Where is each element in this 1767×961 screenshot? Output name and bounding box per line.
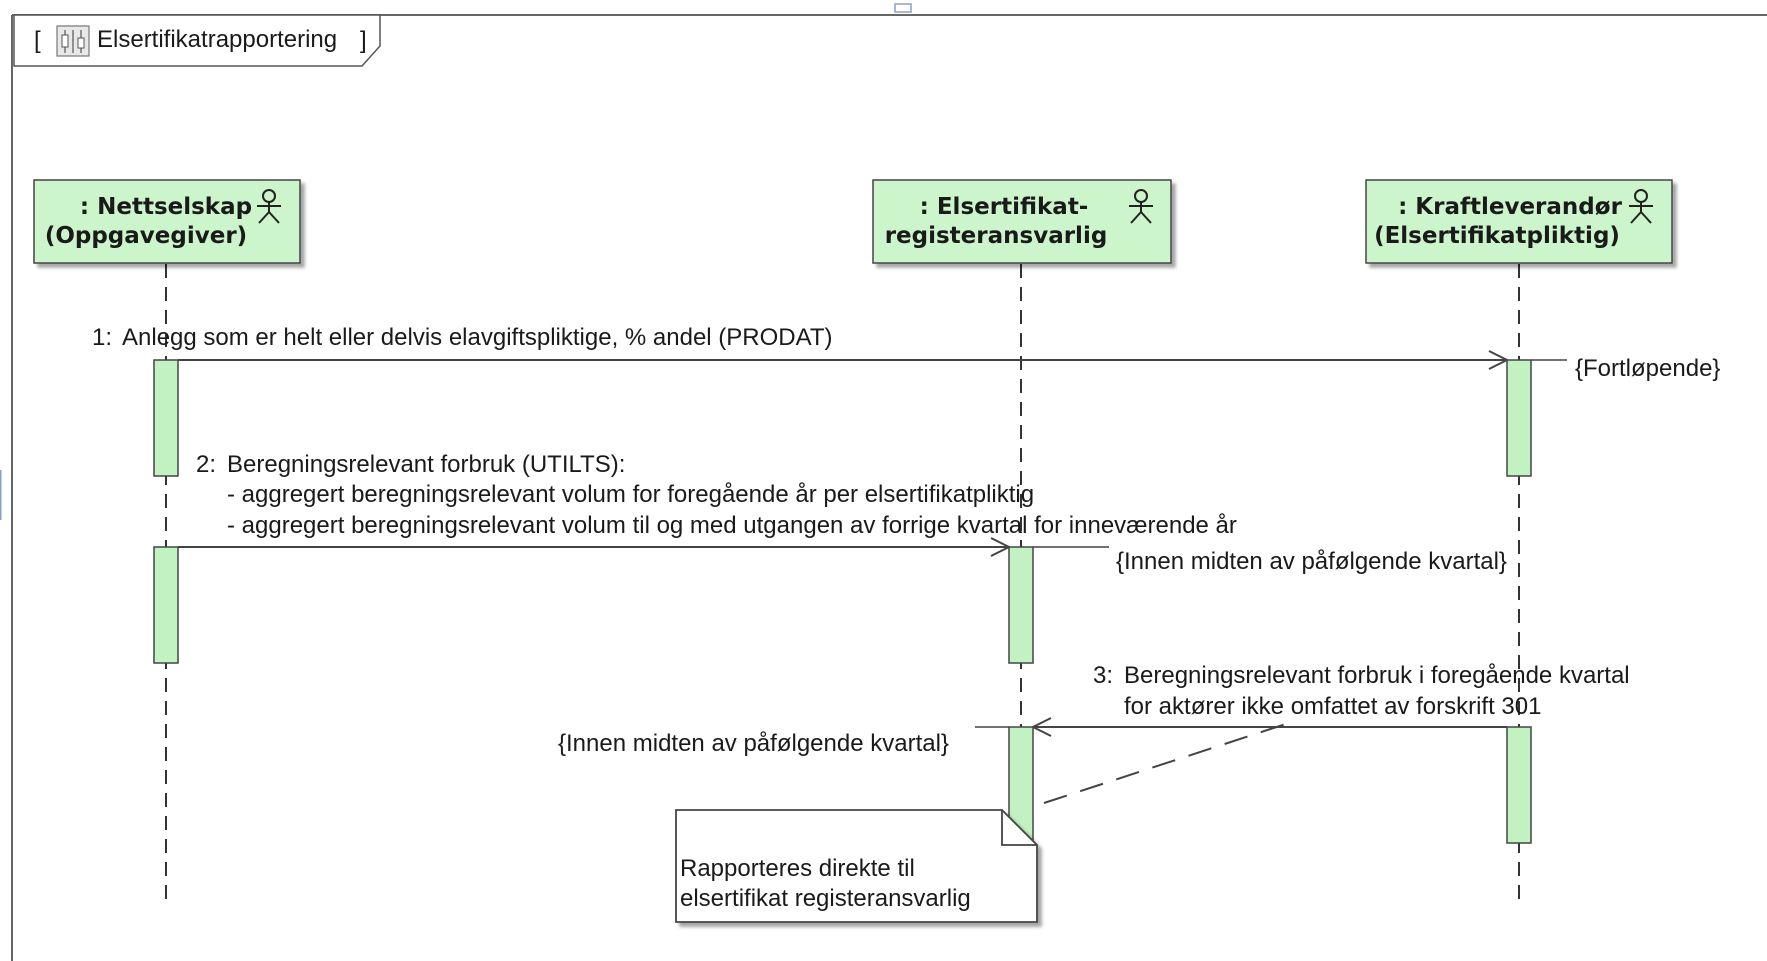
message-constraint: {Innen midten av påfølgende kvartal} xyxy=(558,730,949,757)
activation-bar[interactable] xyxy=(1506,726,1532,844)
message-number: 1: xyxy=(92,324,112,351)
activation-bar[interactable] xyxy=(1008,546,1034,664)
lifeline-name-line1: : Kraftleverandør xyxy=(1398,194,1622,220)
message-label: Beregningsrelevant forbruk (UTILTS): xyxy=(227,451,625,478)
actor-icon xyxy=(257,189,281,224)
actor-icon xyxy=(1129,189,1153,224)
lifeline-name-line2: (Elsertifikatpliktig) xyxy=(1374,223,1620,249)
arrow-head-icon xyxy=(1488,350,1510,370)
frame-title-open: [ xyxy=(34,27,41,54)
message-1[interactable]: 1: Anlegg som er helt eller delvis elavg… xyxy=(92,324,1720,382)
lifeline-name-line2: (Oppgavegiver) xyxy=(45,223,247,249)
frame-resize-handle[interactable] xyxy=(894,3,912,13)
note-text: Rapporteres direkte til xyxy=(680,855,915,882)
arrow-head-icon xyxy=(990,537,1012,557)
note-connector xyxy=(1043,720,1296,804)
message-constraint: {Fortløpende} xyxy=(1575,355,1720,382)
message-constraint: {Innen midten av påfølgende kvartal} xyxy=(1116,548,1507,575)
activation-bar[interactable] xyxy=(1506,359,1532,477)
note-fold-corner xyxy=(1001,810,1037,846)
message-label: - aggregert beregningsrelevant volum for… xyxy=(227,481,1034,508)
message-2[interactable]: 2: Beregningsrelevant forbruk (UTILTS): … xyxy=(178,451,1507,575)
message-label: Beregningsrelevant forbruk i foregående … xyxy=(1124,662,1630,689)
lifeline-registeransvarlig[interactable]: : Elsertifikat- registeransvarlig xyxy=(872,179,1172,264)
arrow-head-icon xyxy=(1030,717,1052,737)
frame-title-close: ] xyxy=(360,27,367,54)
message-label: for aktører ikke omfattet av forskrift 3… xyxy=(1124,693,1541,720)
sequence-diagram-icon xyxy=(56,25,90,57)
lifeline-name-line1: : Nettselskap xyxy=(80,194,252,220)
frame-title: Elsertifikatrapportering xyxy=(97,26,337,53)
message-label: Anlegg som er helt eller delvis elavgift… xyxy=(122,324,833,351)
message-3[interactable]: 3: Beregningsrelevant forbruk i foregåen… xyxy=(558,662,1630,757)
activation-bars xyxy=(153,359,1532,844)
lifeline-nettselskap[interactable]: : Nettselskap (Oppgavegiver) xyxy=(33,179,301,264)
message-number: 3: xyxy=(1093,662,1113,689)
message-label: - aggregert beregningsrelevant volum til… xyxy=(227,512,1237,539)
note[interactable]: Rapporteres direkte til elsertifikat reg… xyxy=(675,809,1038,923)
lifeline-kraftleverandor[interactable]: : Kraftleverandør (Elsertifikatpliktig) xyxy=(1365,179,1673,264)
note-text: elsertifikat registeransvarlig xyxy=(680,885,971,912)
lifeline-name-line1: : Elsertifikat- xyxy=(920,194,1089,220)
actor-icon xyxy=(1629,189,1653,224)
frame-title-tab[interactable]: [ Elsertifikatrapportering ] xyxy=(13,14,381,67)
activation-bar[interactable] xyxy=(153,359,179,477)
message-number: 2: xyxy=(196,451,216,478)
lifeline-name-line2: registeransvarlig xyxy=(885,223,1108,249)
activation-bar[interactable] xyxy=(153,546,179,664)
